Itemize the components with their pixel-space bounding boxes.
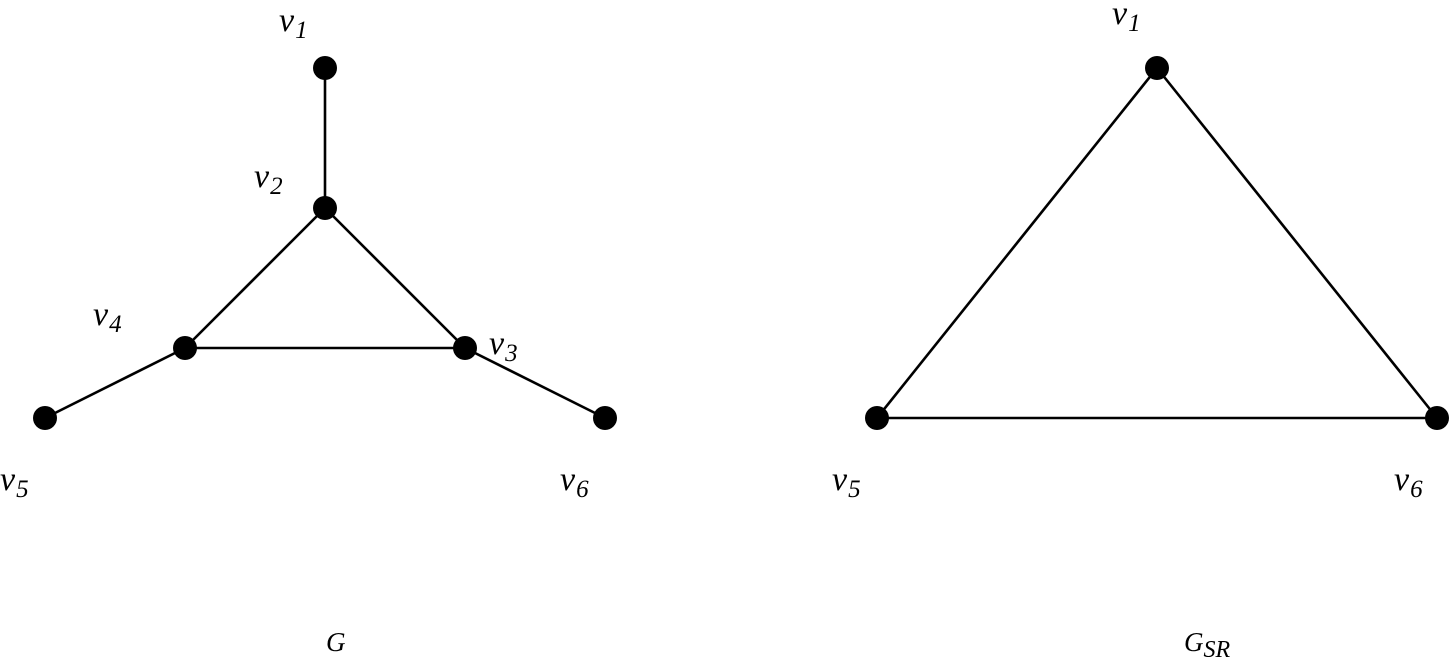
g-vertex-v5 [33,406,57,430]
g-vertex-v6 [593,406,617,430]
g-vertex-v2 [313,196,337,220]
gsr-vertex-v6 [1425,406,1449,430]
gsr-vertex-label-v5: v5 [832,461,861,503]
gsr-vertex-v1 [1145,56,1169,80]
graph-g: v1 v2 v3 v4 v5 v6 G [0,2,617,657]
g-vertex-label-v2: v2 [254,158,283,200]
gsr-vertex-label-v6: v6 [1394,461,1423,503]
g-vertex-label-v6: v6 [560,461,589,503]
g-vertex-label-v3: v3 [489,325,518,367]
gsr-vertex-v5 [865,406,889,430]
gsr-vertex-label-v1: v1 [1112,0,1141,37]
g-vertex-label-v5: v5 [0,461,29,503]
graph-g-caption: G [326,627,346,657]
g-vertex-label-v4: v4 [93,296,122,338]
g-edge-v2-v4 [184,207,326,349]
g-vertex-v3 [453,336,477,360]
g-edge-v3-v6 [464,346,606,420]
g-vertex-v1 [313,56,337,80]
graph-gsr: v1 v5 v6 GSR [832,0,1449,662]
g-edge-v4-v5 [44,346,186,420]
g-edge-v2-v3 [324,207,466,349]
g-vertex-label-v1: v1 [279,2,308,44]
graph-gsr-caption: GSR [1184,627,1231,662]
gsr-edge-v1-v6 [1155,67,1439,419]
gsr-edge-v1-v5 [875,67,1159,419]
g-vertex-v4 [173,336,197,360]
